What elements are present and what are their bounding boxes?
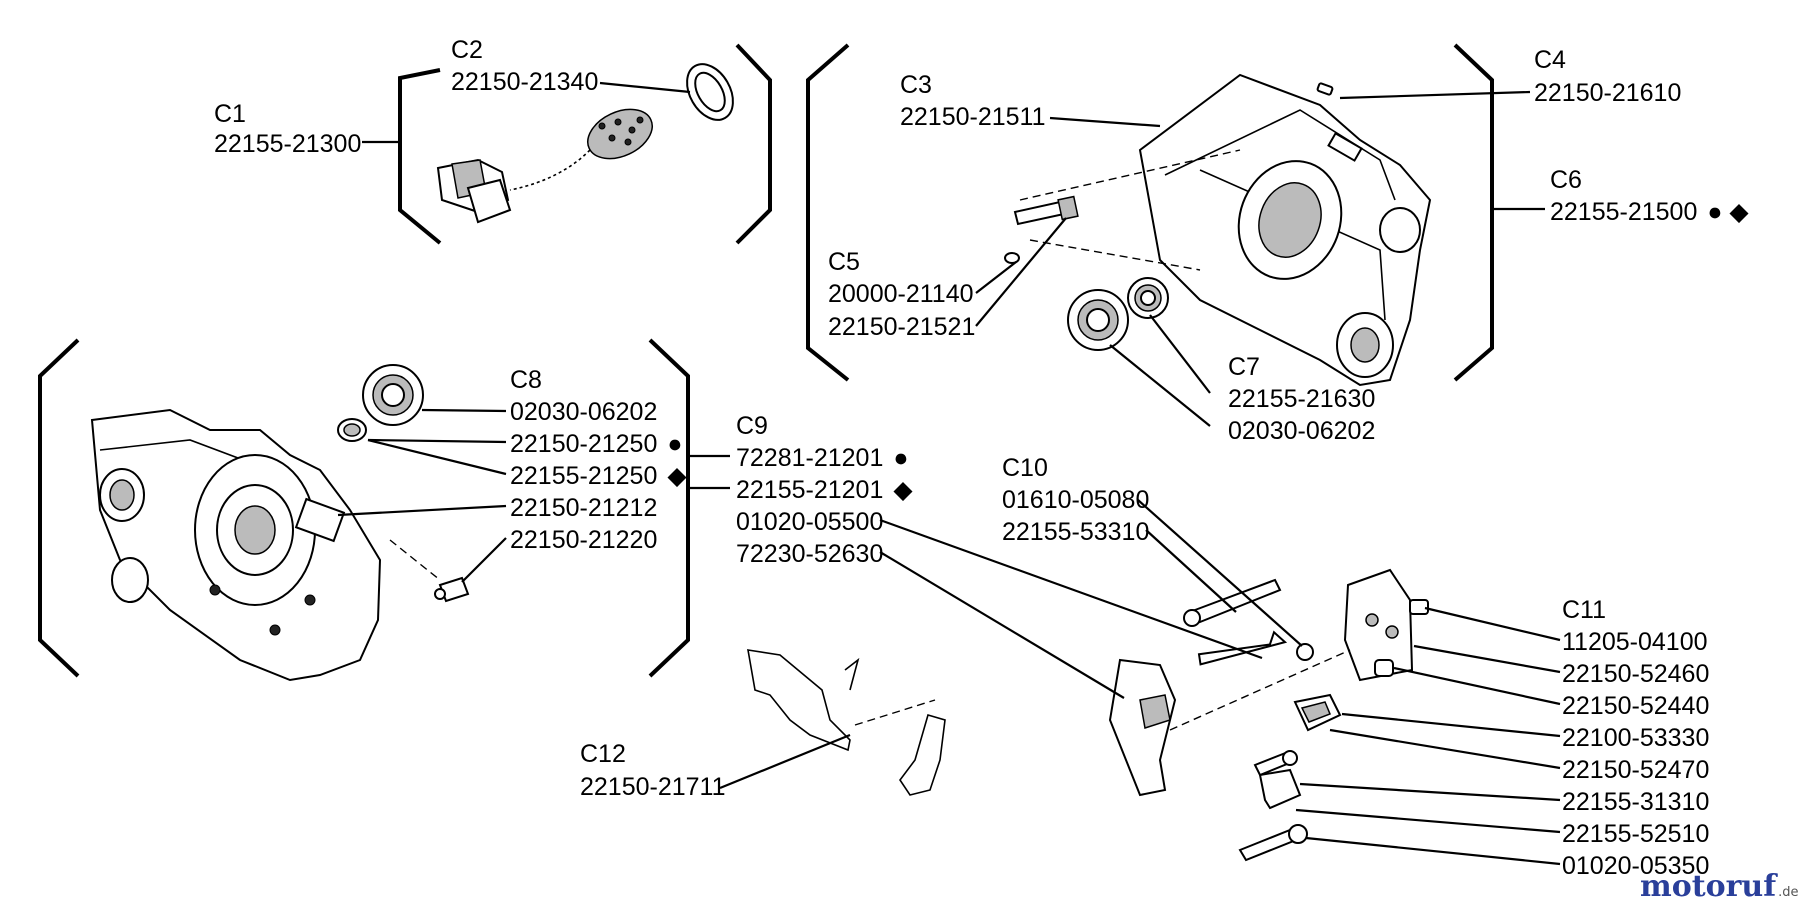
watermark-tld: .de bbox=[1778, 885, 1798, 900]
part-number-c11-8: 01020-05350 bbox=[1562, 852, 1709, 880]
marker-c8-2: ● bbox=[667, 430, 682, 458]
bracket-c1-right bbox=[735, 43, 772, 245]
oil-seal-right bbox=[1127, 277, 1169, 319]
group-label-c10: C10 bbox=[1002, 454, 1048, 482]
watermark[interactable]: motoruf.de bbox=[1640, 869, 1799, 904]
crankcase-half-right bbox=[1019, 73, 1432, 387]
part-number-c4-1: 22150-21610 bbox=[1534, 79, 1681, 107]
part-number-c8-5: 22150-21220 bbox=[510, 526, 657, 554]
part-number-c8-1: 02030-06202 bbox=[510, 398, 657, 426]
group-label-c7: C7 bbox=[1228, 353, 1260, 381]
part-number-c2-1: 22150-21340 bbox=[451, 68, 598, 96]
crank-bearing-right bbox=[1067, 289, 1129, 351]
crankcase-half-left bbox=[90, 408, 441, 682]
svg-text:22150-21250●: 22150-21250 ● bbox=[510, 430, 682, 458]
part-number-c9-4: 72230-52630 bbox=[736, 540, 883, 568]
group-label-c9: C9 bbox=[736, 412, 768, 440]
part-number-c11-3: 22150-52440 bbox=[1562, 692, 1709, 720]
marker-c8-3: ◆ bbox=[667, 462, 687, 490]
part-number-c11-7: 22155-52510 bbox=[1562, 820, 1709, 848]
impulse-nipple bbox=[434, 576, 470, 603]
part-number-c9-1: 72281-21201 bbox=[736, 444, 883, 472]
part-number-c11-5: 22150-52470 bbox=[1562, 756, 1709, 784]
part-number-c10-2: 22155-53310 bbox=[1002, 518, 1149, 546]
group-label-c6: C6 bbox=[1550, 166, 1582, 194]
group-label-c11: C11 bbox=[1562, 596, 1606, 624]
bracket-c9-left bbox=[38, 338, 80, 678]
group-brackets bbox=[38, 43, 1494, 678]
group-label-c3: C3 bbox=[900, 71, 932, 99]
group-label-c4: C4 bbox=[1534, 46, 1566, 74]
part-number-c8-4: 22150-21212 bbox=[510, 494, 657, 522]
part-number-c11-4: 22100-53330 bbox=[1562, 724, 1709, 752]
part-number-c9-2: 22155-21201 bbox=[736, 476, 883, 504]
group-label-c12: C12 bbox=[580, 740, 626, 768]
marker-c6-1: ● ◆ bbox=[1707, 198, 1749, 226]
part-number-c8-3: 22155-21250 bbox=[510, 462, 657, 490]
bracket-c6-left bbox=[806, 43, 850, 382]
fuel-cap-assembly bbox=[436, 108, 653, 224]
svg-text:22155-21250◆: 22155-21250 ◆ bbox=[510, 462, 687, 490]
svg-text:72281-21201●: 72281-21201 ● bbox=[736, 444, 908, 472]
part-number-c11-2: 22150-52460 bbox=[1562, 660, 1709, 688]
cap-seal-ring bbox=[686, 63, 734, 121]
part-number-c7-2: 02030-06202 bbox=[1228, 417, 1375, 445]
part-number-c11-6: 22155-31310 bbox=[1562, 788, 1709, 816]
crankcase-gasket bbox=[747, 649, 946, 796]
bracket-c6-right bbox=[1453, 43, 1494, 382]
group-label-c1: C1 bbox=[214, 100, 246, 128]
group-label-c2: C2 bbox=[451, 36, 483, 64]
part-number-c12-1: 22150-21711 bbox=[580, 773, 726, 801]
part-number-c5-2: 22150-21521 bbox=[828, 313, 975, 341]
crankcase-bolt bbox=[1004, 195, 1079, 264]
part-number-c3-1: 22150-21511 bbox=[900, 103, 1046, 131]
oil-seal-left bbox=[337, 418, 367, 442]
part-number-c11-1: 11205-04100 bbox=[1562, 628, 1708, 656]
bracket-c9-right bbox=[648, 338, 690, 678]
watermark-logo[interactable]: motoruf.de bbox=[1640, 869, 1799, 904]
group-label-c8: C8 bbox=[510, 366, 542, 394]
group-label-c5: C5 bbox=[828, 248, 860, 276]
crank-bearing-left bbox=[362, 364, 424, 426]
dowel-pin bbox=[1316, 82, 1334, 96]
leader-lines bbox=[337, 81, 1561, 866]
watermark-brand: motoruf bbox=[1640, 869, 1778, 904]
svg-text:22155-21201◆: 22155-21201 ◆ bbox=[736, 476, 913, 504]
svg-text:22155-21500● ◆: 22155-21500 ● ◆ bbox=[1550, 198, 1749, 226]
chain-catcher-assembly bbox=[1108, 568, 1429, 862]
part-number-c6-1: 22155-21500 bbox=[1550, 198, 1697, 226]
part-number-c7-1: 22155-21630 bbox=[1228, 385, 1375, 413]
part-number-c8-2: 22150-21250 bbox=[510, 430, 657, 458]
part-number-c9-3: 01020-05500 bbox=[736, 508, 883, 536]
part-number-c5-1: 20000-21140 bbox=[828, 280, 974, 308]
marker-c9-1: ● bbox=[893, 444, 908, 472]
bracket-c1-left bbox=[398, 68, 442, 245]
marker-c9-2: ◆ bbox=[893, 476, 913, 504]
part-number-c10-1: 01610-05080 bbox=[1002, 486, 1149, 514]
part-number-c1-1: 22155-21300 bbox=[214, 130, 361, 158]
